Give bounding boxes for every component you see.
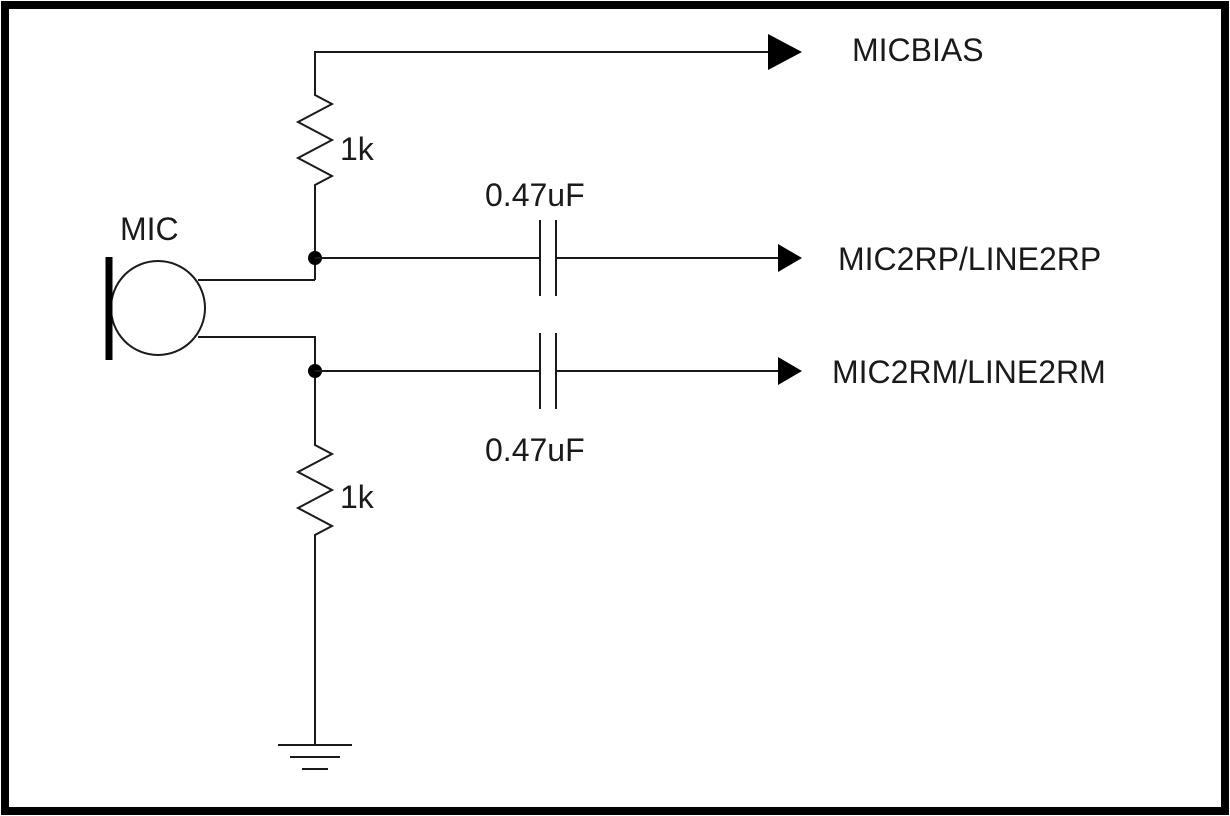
out-p-arrow (778, 244, 802, 272)
ground-icon (278, 744, 352, 770)
capacitor-top-value: 0.47uF (485, 177, 585, 213)
micbias-arrow (768, 34, 802, 70)
resistor-top (295, 90, 335, 190)
capacitor-bottom-value: 0.47uF (485, 432, 585, 468)
micbias-wire (314, 51, 770, 90)
mic-lead-bottom (198, 336, 316, 440)
resistor-bottom (295, 440, 335, 540)
out-m-label: MIC2RM/LINE2RM (832, 354, 1106, 390)
resistor-bottom-value: 1k (340, 479, 375, 515)
out-m-arrow (778, 357, 802, 385)
micbias-label: MICBIAS (852, 32, 984, 68)
resistor-top-value: 1k (340, 131, 375, 167)
microphone-icon (110, 260, 206, 356)
out-p-label: MIC2RP/LINE2RP (838, 241, 1101, 277)
mic-label: MIC (120, 211, 179, 247)
